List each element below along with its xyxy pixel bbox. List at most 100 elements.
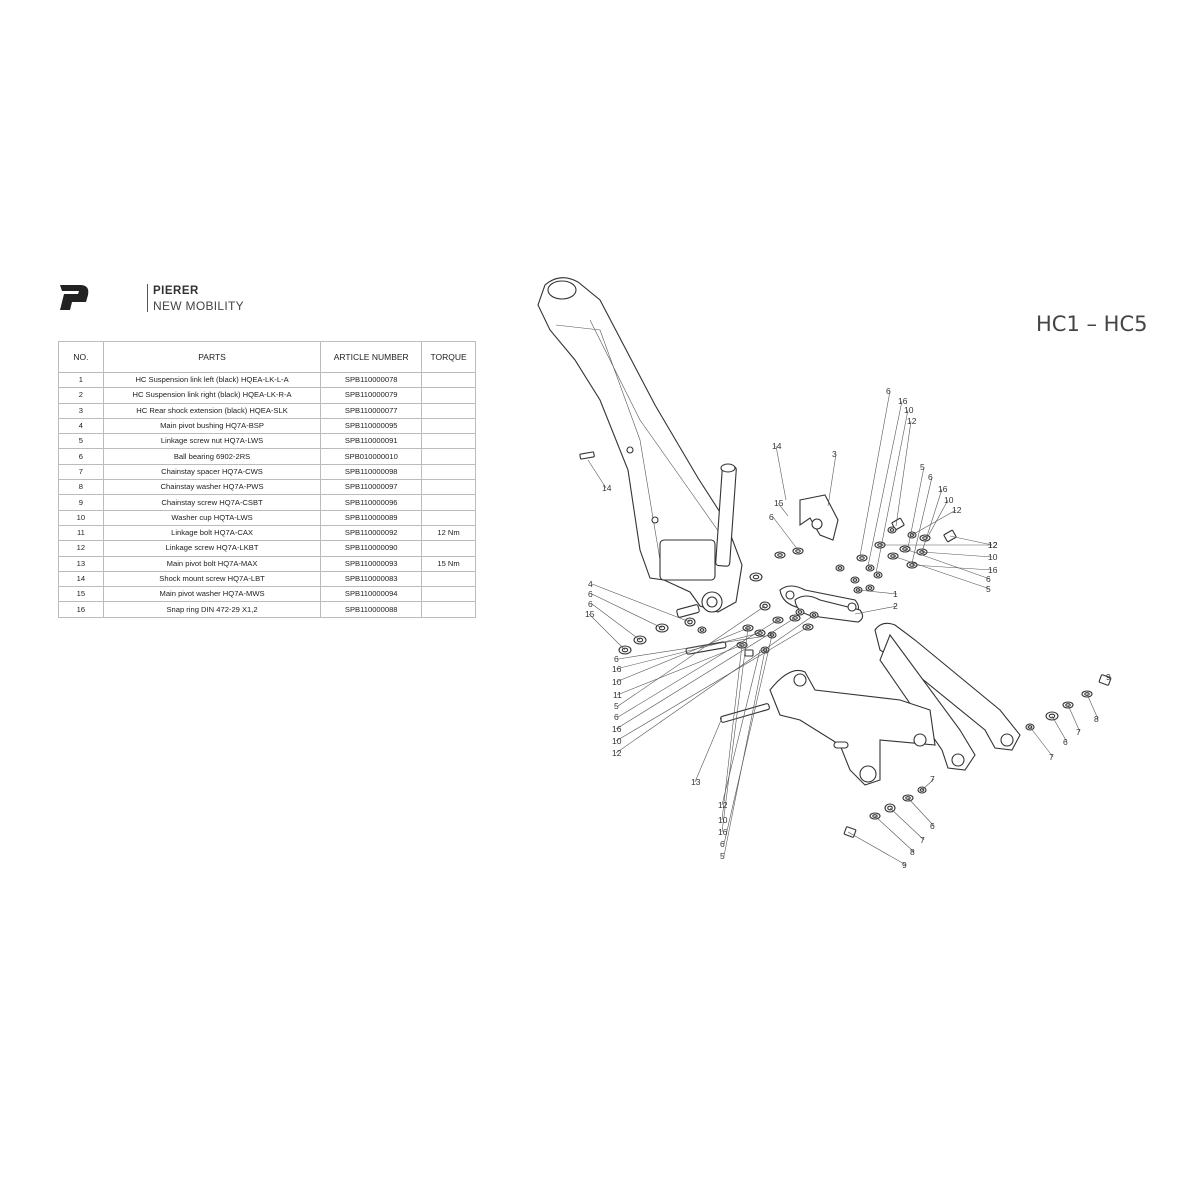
callout-number: 8 [910, 847, 915, 857]
leader-line [772, 516, 799, 551]
callout-number: 6 [928, 472, 933, 482]
callout-number: 7 [1076, 727, 1081, 737]
leader-line [895, 420, 912, 527]
callout-number: 6 [769, 512, 774, 522]
leader-line [588, 613, 626, 651]
leader-line [925, 499, 949, 541]
callout-number: 16 [898, 396, 908, 406]
pierer-logo-mark [60, 285, 89, 310]
brand-name: PIERER [153, 285, 199, 297]
main-frame [537, 277, 743, 613]
callout-number: 6 [886, 386, 891, 396]
washer-hole [699, 628, 705, 632]
callout-number: 10 [612, 677, 622, 687]
leader-line [723, 649, 766, 857]
leader-line [721, 627, 749, 833]
washer-hole [777, 553, 783, 557]
callout-number: 7 [930, 774, 935, 784]
callout-number: 16 [988, 565, 998, 575]
callout-number: 12 [952, 505, 962, 515]
callout-number: 1 [893, 589, 898, 599]
callout-number: 5 [720, 851, 725, 861]
leader-line [723, 634, 773, 845]
leader-line [867, 400, 903, 567]
leader-line [615, 632, 761, 670]
callout-number: 16 [612, 724, 622, 734]
callout-number: 6 [930, 821, 935, 831]
callout-number: 8 [1094, 714, 1099, 724]
leader-line [777, 502, 789, 517]
leader-line [721, 649, 761, 806]
leader-line [907, 797, 935, 827]
washer-hole [875, 573, 881, 577]
leader-line [694, 717, 723, 783]
washer-hole [752, 574, 760, 580]
callout-number: 16 [612, 664, 622, 674]
callout-number: 6 [588, 599, 593, 609]
leader-line [591, 593, 663, 629]
callout-number: 6 [986, 574, 991, 584]
callout-number: 10 [904, 405, 914, 415]
washer-hole [837, 566, 843, 570]
callout-number: 13 [691, 777, 701, 787]
callout-number: 12 [718, 800, 728, 810]
leader-line [591, 583, 691, 623]
callout-number: 6 [588, 589, 593, 599]
leader-line [617, 619, 779, 718]
leader-line [615, 617, 796, 730]
leader-line [875, 409, 909, 574]
header-torque: TORQUE [421, 341, 476, 373]
leader-line [857, 589, 898, 595]
callout-labels: 1414315661610125616101212101612651246615… [585, 386, 1111, 870]
leader-line [721, 644, 743, 821]
pierer-logo: PIERER NEW MOBILITY [58, 282, 258, 316]
leader-line [921, 778, 935, 791]
leader-line [949, 535, 993, 546]
leader-line [1067, 704, 1081, 733]
callout-number: 10 [944, 495, 954, 505]
leader-line [827, 453, 837, 507]
callout-number: 6 [720, 839, 725, 849]
leader-line [911, 476, 933, 564]
leader-line [615, 614, 815, 754]
callout-number: 10 [718, 815, 728, 825]
callout-number: 7 [1049, 752, 1054, 762]
callout-number: 11 [613, 690, 622, 700]
leader-line [775, 445, 787, 501]
leader-line [911, 564, 993, 571]
callout-number: 16 [938, 484, 948, 494]
leader-line [921, 551, 993, 558]
callout-number: 12 [988, 540, 998, 550]
washer-hole [852, 578, 858, 582]
article-number: SPB110000088 [320, 601, 423, 618]
callout-number: 15 [774, 498, 784, 508]
leader-line [615, 626, 809, 742]
callout-number: 14 [602, 483, 612, 493]
callout-number: 5 [920, 462, 925, 472]
leader-line [587, 459, 607, 489]
leader-line [859, 390, 891, 557]
callout-number: 5 [614, 701, 619, 711]
parts-table-header: NO. PARTS ARTICLE NUMBER TORQUE [58, 341, 476, 373]
leader-line [616, 644, 743, 696]
leader-line [892, 555, 991, 590]
callout-number: 2 [893, 601, 898, 611]
washer-hole [867, 586, 873, 590]
leader-line [911, 509, 957, 536]
leader-line [921, 488, 943, 553]
leader-line [1029, 726, 1054, 758]
washer-hole [859, 556, 865, 560]
model-label: HC1 – HC5 [1036, 312, 1148, 336]
leader-line [1086, 693, 1099, 720]
leader-line [1105, 675, 1111, 678]
callout-number: 16 [718, 827, 728, 837]
